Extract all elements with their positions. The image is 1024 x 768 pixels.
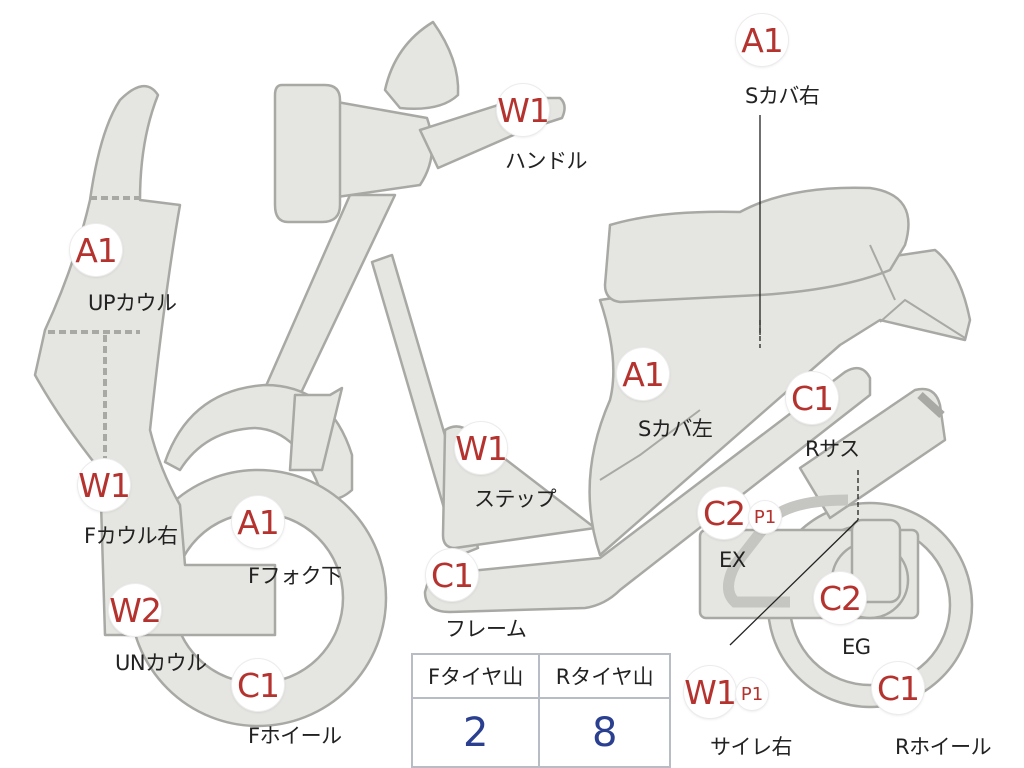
step-label: ステップ	[474, 487, 557, 511]
up-cowl-code-marker: A1	[70, 224, 122, 276]
scover-right-code-marker: A1	[736, 14, 788, 66]
frame-label: フレーム	[445, 617, 527, 641]
exhaust-label: EX	[719, 548, 746, 572]
un-cowl-label: UNカウル	[115, 651, 207, 675]
un-cowl-code-marker: W2	[109, 584, 162, 636]
frame-code-marker: C1	[426, 549, 478, 601]
muffler-right-extra-marker: P1	[736, 678, 768, 710]
scover-left-label: Sカバ左	[638, 417, 713, 441]
side-cover-shape	[588, 248, 972, 557]
f-wheel-code-marker: C1	[232, 659, 284, 711]
rear-suspension-shape	[798, 387, 947, 520]
f-wheel-label: Fホイール	[248, 724, 342, 748]
rear-suspension-code-marker: C1	[786, 372, 838, 424]
front-tread-header: Fタイヤ山	[410, 653, 541, 699]
tire-tread-table: Fタイヤ山 Rタイヤ山 2 8	[410, 653, 671, 768]
step-code-marker: W1	[455, 422, 508, 474]
handle-code-marker: W1	[497, 84, 550, 136]
r-wheel-label: Rホイール	[895, 735, 992, 759]
steering-column-shape	[260, 193, 397, 397]
f-cowl-right-label: Fカウル右	[84, 524, 178, 548]
scover-right-label: Sカバ右	[745, 84, 820, 108]
front-tread-value: 2	[410, 697, 541, 768]
exhaust-extra-marker: P1	[749, 501, 781, 533]
f-fork-lower-code-marker: A1	[232, 496, 284, 548]
tire-tread-header-row: Fタイヤ山 Rタイヤ山	[410, 653, 671, 699]
handle-head-shape	[335, 100, 434, 199]
engine-code-marker: C2	[814, 572, 866, 624]
f-cowl-right-code-marker: W1	[78, 459, 131, 511]
scover-left-code-marker: A1	[617, 348, 669, 400]
f-fork-lower-label: Fフォク下	[248, 564, 342, 588]
tire-tread-value-row: 2 8	[410, 697, 671, 768]
rear-tread-value: 8	[538, 697, 671, 768]
rear-tread-header: Rタイヤ山	[538, 653, 671, 699]
up-cowl-label: UPカウル	[88, 291, 177, 315]
mirror-shape	[383, 20, 460, 110]
fork-shape	[288, 386, 344, 472]
seat-shape	[603, 186, 910, 304]
muffler-leader	[729, 519, 859, 646]
handle-label: ハンドル	[505, 149, 588, 173]
r-wheel-code-marker: C1	[872, 662, 924, 714]
exhaust-code-marker: C2	[698, 487, 750, 539]
muffler-right-label: サイレ右	[710, 735, 793, 759]
engine-label: EG	[842, 635, 871, 659]
muffler-right-code-marker: W1	[684, 666, 737, 718]
rear-suspension-label: Rサス	[805, 437, 860, 461]
